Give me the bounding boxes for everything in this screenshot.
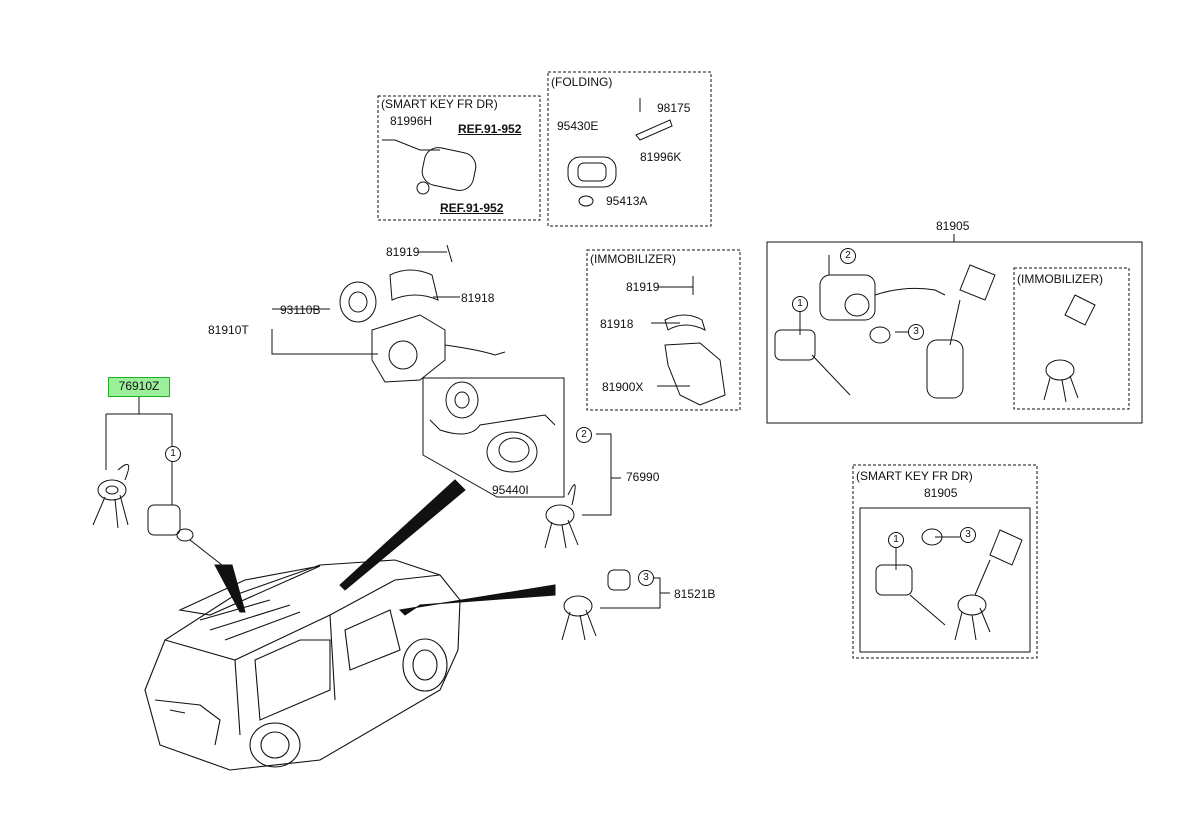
folding-key	[567, 98, 673, 207]
callout-1-bottom: 1	[888, 532, 904, 548]
door-lock-left	[147, 504, 223, 566]
key-set-left	[92, 463, 130, 529]
part-76990-label[interactable]: 76990	[626, 470, 660, 484]
smart-key-top	[382, 139, 477, 195]
key-set-81521B	[561, 569, 631, 641]
leader-81910T	[271, 308, 378, 355]
smart-key-bottom-parts	[875, 528, 1023, 641]
smart-key-bottom-outer-box	[852, 464, 1038, 659]
callout-3-mid: 3	[638, 570, 654, 586]
immobilizer-mid-parts	[664, 276, 726, 406]
part-81919-immobilizer-label[interactable]: 81919	[626, 280, 660, 294]
part-95413A-label[interactable]: 95413A	[606, 194, 648, 208]
pointer-wedge-roof	[214, 564, 246, 613]
part-95430E-label[interactable]: 95430E	[557, 119, 599, 133]
car-illustration	[144, 559, 461, 771]
callout-1-right: 1	[792, 296, 808, 312]
part-81900X-label[interactable]: 81900X	[602, 380, 644, 394]
leader-76990	[582, 433, 621, 516]
folding-box	[547, 71, 712, 227]
group-81905-parts	[774, 264, 1096, 403]
part-81996K-label[interactable]: 81996K	[640, 150, 682, 164]
group-immobilizer-mid: (IMMOBILIZER)	[590, 252, 676, 266]
smart-key-top-box	[377, 95, 541, 221]
immobilizer-right-box	[1013, 267, 1130, 410]
callout-3-right: 3	[908, 324, 924, 340]
ref-91-952-top[interactable]: REF.91-952	[458, 122, 522, 136]
callout-2-mid: 2	[576, 427, 592, 443]
part-81919-label[interactable]: 81919	[386, 245, 420, 259]
group-immobilizer-right: (IMMOBILIZER)	[1017, 272, 1103, 286]
ref-91-952-bottom[interactable]: REF.91-952	[440, 201, 504, 215]
key-set-76990	[544, 484, 579, 549]
pointer-wedge-door	[398, 584, 556, 616]
group-smart-key-fr-dr-bottom: (SMART KEY FR DR)	[856, 469, 973, 483]
part-76910Z-highlight[interactable]: 76910Z	[108, 377, 170, 397]
callout-2-right: 2	[840, 248, 856, 264]
part-98175-label[interactable]: 98175	[657, 101, 691, 115]
pointer-wedge-ignition	[339, 479, 466, 591]
leader-immobilizer-mid	[651, 286, 693, 387]
leader-81521B	[600, 577, 670, 609]
part-81521B-label[interactable]: 81521B	[674, 587, 716, 601]
part-81918-label[interactable]: 81918	[461, 291, 495, 305]
part-81996H-label[interactable]: 81996H	[390, 114, 433, 128]
ignition-detail	[429, 381, 556, 473]
part-95440I-label[interactable]: 95440I	[492, 483, 529, 497]
callout-leaders	[799, 255, 960, 570]
group-smart-key-fr-dr-top: (SMART KEY FR DR)	[381, 97, 498, 111]
part-93110B-label[interactable]: 93110B	[280, 303, 321, 317]
callout-3-bottom: 3	[960, 527, 976, 543]
ignition-assembly	[339, 244, 506, 383]
part-81910T-label[interactable]: 81910T	[208, 323, 249, 337]
detail-95440I	[422, 377, 565, 498]
leader-76910Z	[105, 397, 173, 505]
part-81905-smart-key-label[interactable]: 81905	[924, 486, 958, 500]
immobilizer-mid-box	[586, 249, 741, 411]
group-folding: (FOLDING)	[551, 75, 613, 89]
callout-1-left: 1	[165, 446, 181, 462]
part-81905-label[interactable]: 81905	[936, 219, 970, 233]
part-81918-immobilizer-label[interactable]: 81918	[600, 317, 634, 331]
group-81905-box	[766, 241, 1143, 424]
smart-key-bottom-inner-box	[859, 507, 1031, 653]
